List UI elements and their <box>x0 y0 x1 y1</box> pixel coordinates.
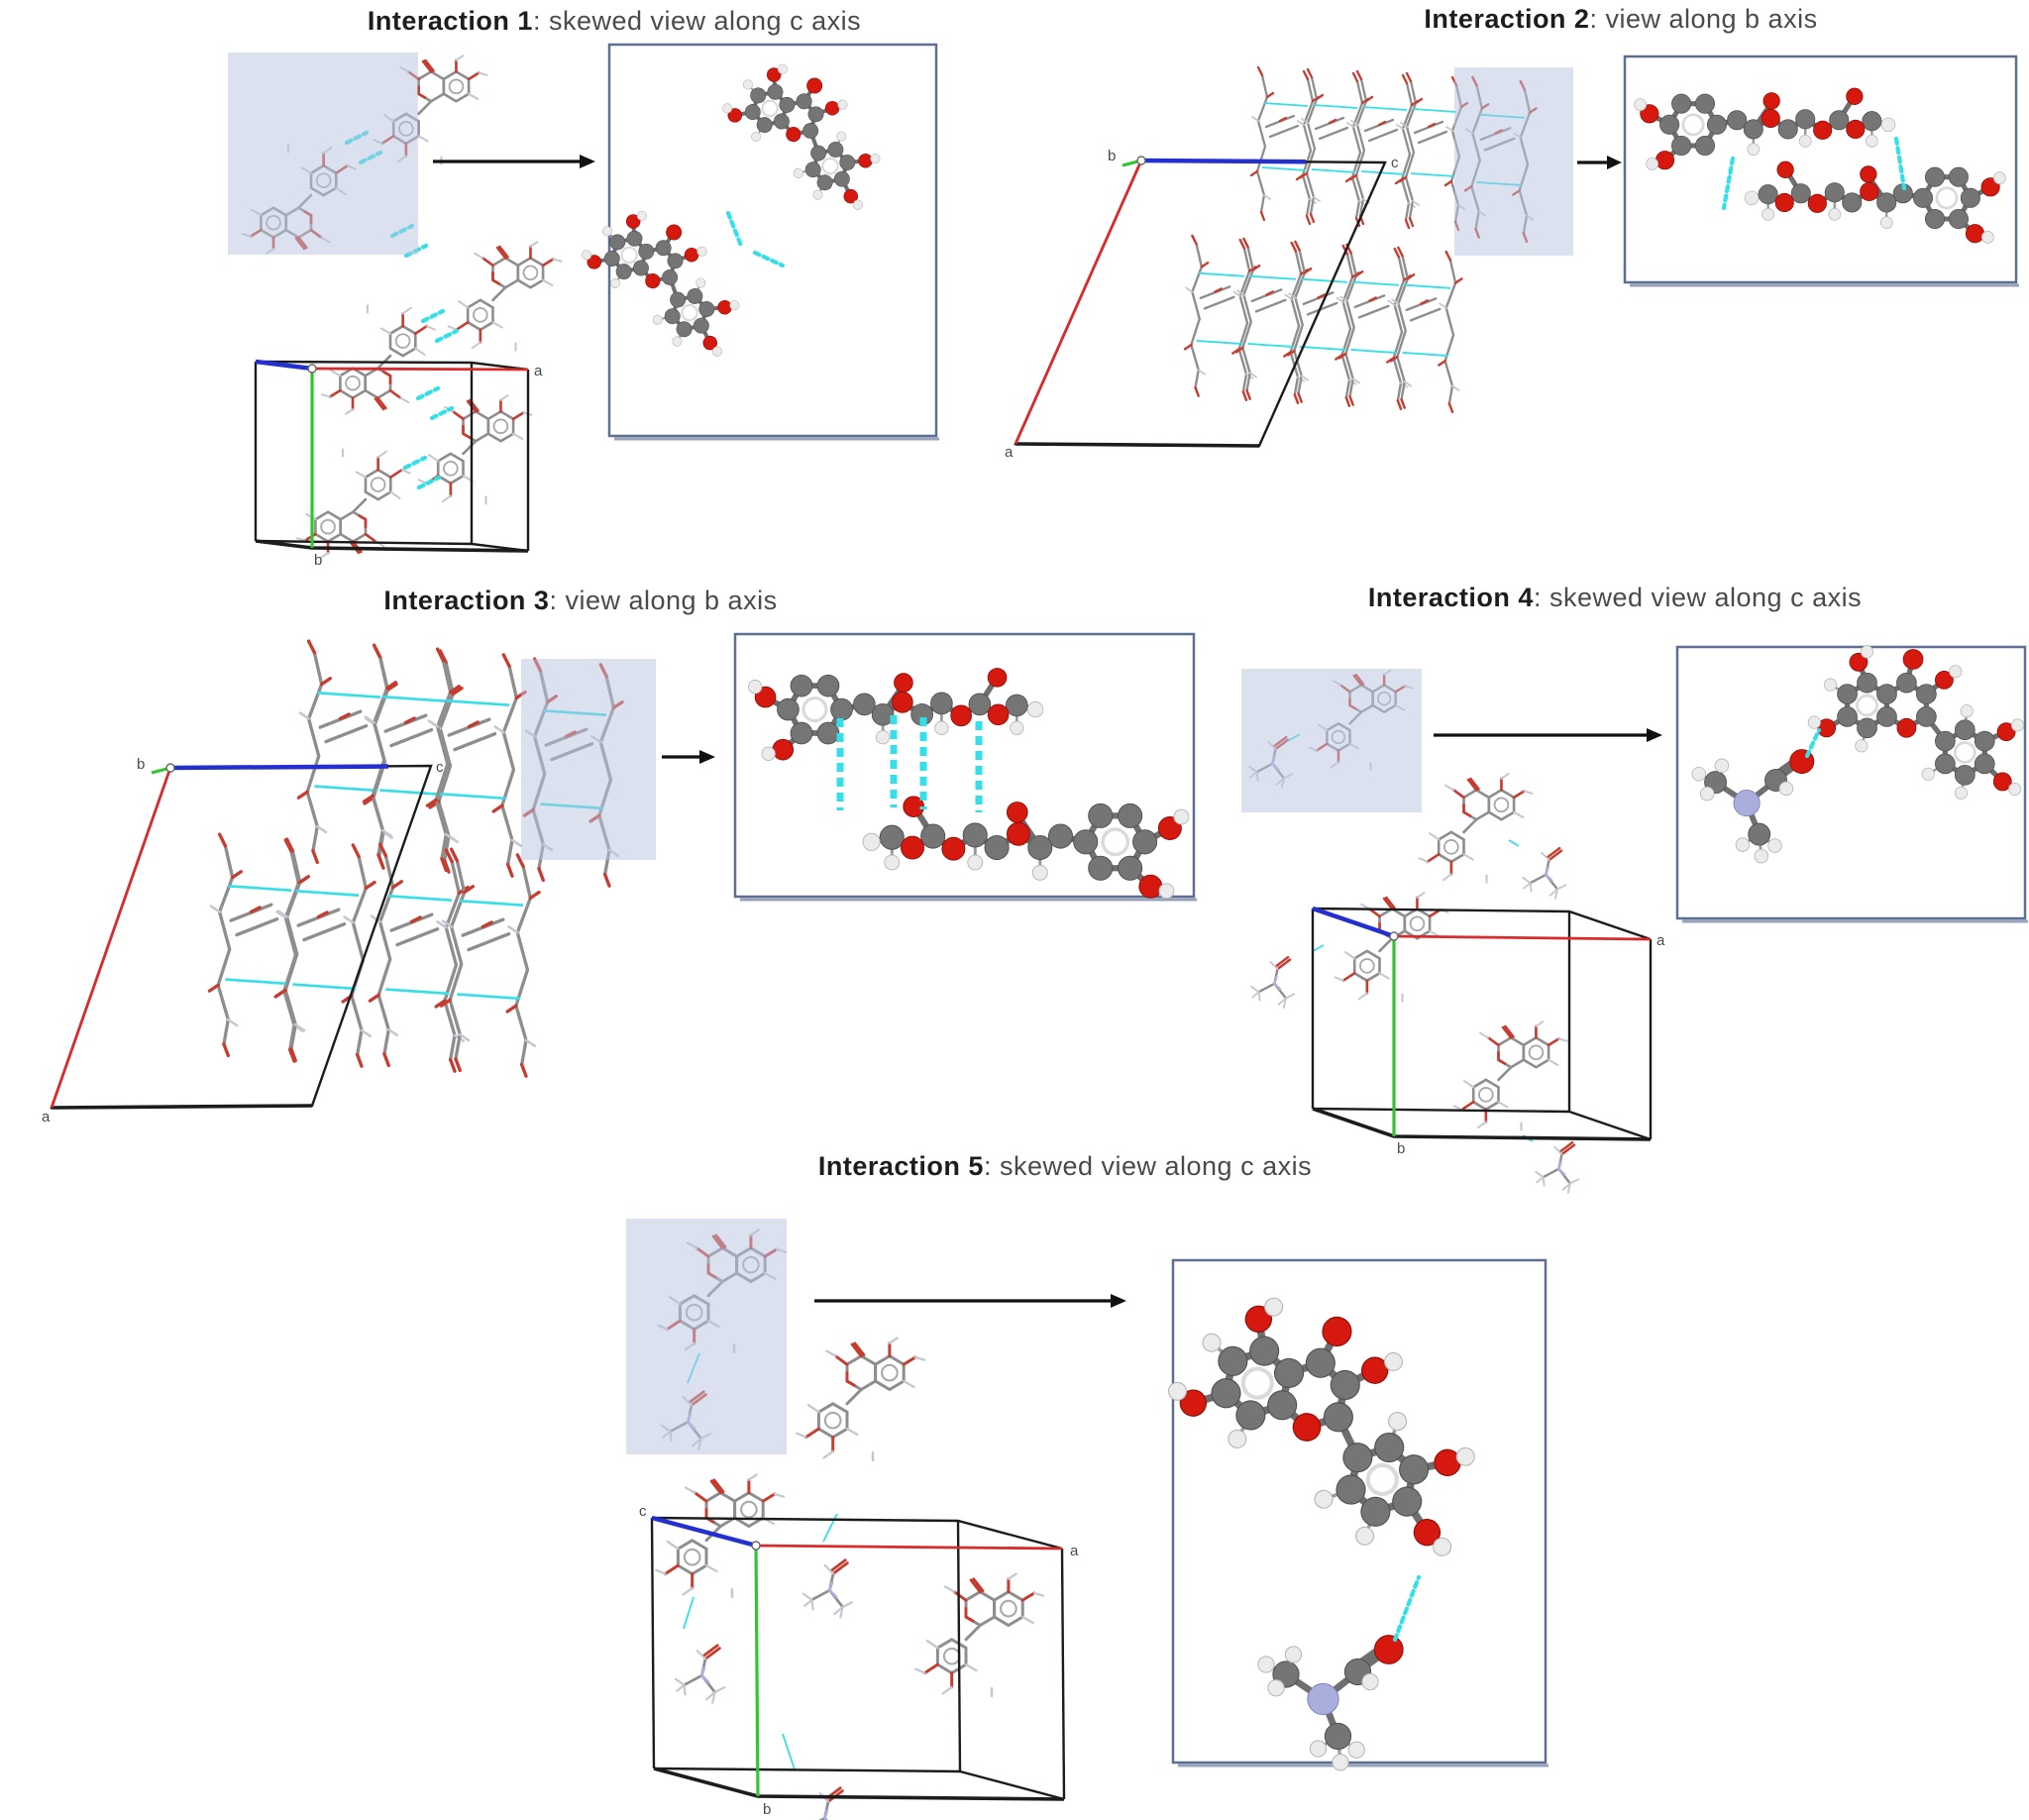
panel5-title-bold: Interaction 5 <box>818 1151 984 1181</box>
axis-label-b: b <box>314 552 322 569</box>
axis-b <box>754 1545 760 1797</box>
axis-label-a: a <box>42 1109 51 1125</box>
axis-c <box>169 764 389 771</box>
highlight-region <box>1241 669 1422 812</box>
panel5-title-rest: : skewed view along c axis <box>984 1151 1312 1181</box>
axis-label-b: b <box>1108 148 1116 164</box>
axis-label-a: a <box>1070 1543 1079 1559</box>
arrow-right-icon <box>699 750 715 764</box>
panel3-detail <box>733 632 1197 900</box>
arrow-right-icon <box>1111 1294 1126 1308</box>
panel3-title-rest: : view along b axis <box>549 586 777 615</box>
highlight-region <box>228 53 418 255</box>
detail-box <box>1623 54 2018 284</box>
axis-a <box>311 367 529 372</box>
panel2-unit-cell: b c a <box>1005 148 1399 461</box>
panel2-detail <box>1623 54 2019 287</box>
zoom-arrow <box>814 1294 1126 1308</box>
zoom-arrow <box>1434 728 1662 742</box>
panel4-title-rest: : skewed view along c axis <box>1534 583 1862 612</box>
axis-label-c: c <box>639 1503 647 1520</box>
hydrogen-bond <box>1804 727 1822 759</box>
origin-marker <box>307 364 317 374</box>
axis-a <box>755 1544 1063 1551</box>
axis-label-b: b <box>137 756 145 773</box>
axis-a <box>1393 934 1652 941</box>
axis-a <box>1014 160 1143 445</box>
panel4-unit-cell: a b <box>1311 906 1665 1157</box>
panel3-unit-cell: b c a <box>42 756 444 1125</box>
panel1-unit-cell: a b <box>254 359 543 569</box>
axis-c <box>651 1515 757 1549</box>
zoom-arrow <box>433 155 595 168</box>
panel2-title-bold: Interaction 2 <box>1424 4 1589 34</box>
panel2-title-rest: : view along b axis <box>1589 4 1817 34</box>
axis-c <box>255 359 313 372</box>
panel-5: Interaction 5: skewed view along c axis … <box>626 1151 1548 1820</box>
axis-c <box>1312 906 1395 939</box>
panel3-title: Interaction 3: view along b axis <box>383 586 777 615</box>
pi-stacking-bonds <box>836 715 983 812</box>
hydrogen-bond <box>1392 1574 1422 1643</box>
axis-label-a: a <box>534 363 543 379</box>
panel1-detail <box>564 43 939 441</box>
origin-marker <box>165 763 175 773</box>
panel3-title-bold: Interaction 3 <box>383 586 549 615</box>
panel-3: Interaction 3: view along b axis b c a <box>42 586 1197 1125</box>
detail-box <box>607 43 938 438</box>
highlight-region <box>521 659 656 860</box>
arrow-right-icon <box>580 155 595 168</box>
panel2-title: Interaction 2: view along b axis <box>1424 4 1817 34</box>
arrow-right-icon <box>1607 156 1622 169</box>
hydrogen-bonds <box>1721 136 1907 211</box>
axis-a <box>50 767 172 1109</box>
axis-label-a: a <box>1656 932 1665 949</box>
detail-box <box>1171 1258 1548 1765</box>
arrow-right-icon <box>1647 728 1662 742</box>
panel5-unit-cell: c a b <box>639 1503 1079 1818</box>
axis-label-c: c <box>1391 155 1399 171</box>
panel-2: Interaction 2: view along b axis b c a <box>1005 4 2019 461</box>
axis-label-b: b <box>1397 1140 1405 1157</box>
hydrogen-bonds <box>725 210 786 268</box>
axis-label-c: c <box>436 759 444 776</box>
panel1-title-bold: Interaction 1 <box>368 6 533 36</box>
panel-4: Interaction 4: skewed view along c axis … <box>1241 583 2028 1195</box>
panel5-detail <box>1145 1258 1548 1770</box>
highlight-region <box>1454 67 1573 256</box>
panel1-title: Interaction 1: skewed view along c axis <box>368 6 861 36</box>
axis-label-a: a <box>1005 444 1014 461</box>
axis-label-b: b <box>763 1801 771 1818</box>
highlight-region <box>626 1219 787 1454</box>
panel4-title: Interaction 4: skewed view along c axis <box>1368 583 1862 612</box>
origin-marker <box>751 1541 761 1551</box>
zoom-arrow <box>662 750 715 764</box>
panel-1: Interaction 1: skewed view along c axis … <box>228 6 939 569</box>
origin-marker <box>1389 931 1399 941</box>
zoom-arrow <box>1577 156 1622 169</box>
origin-marker <box>1136 156 1146 165</box>
panel4-detail <box>1675 646 2028 923</box>
panel5-title: Interaction 5: skewed view along c axis <box>818 1151 1312 1181</box>
panel4-title-bold: Interaction 4 <box>1368 583 1534 612</box>
panel1-title-rest: : skewed view along c axis <box>533 6 861 36</box>
